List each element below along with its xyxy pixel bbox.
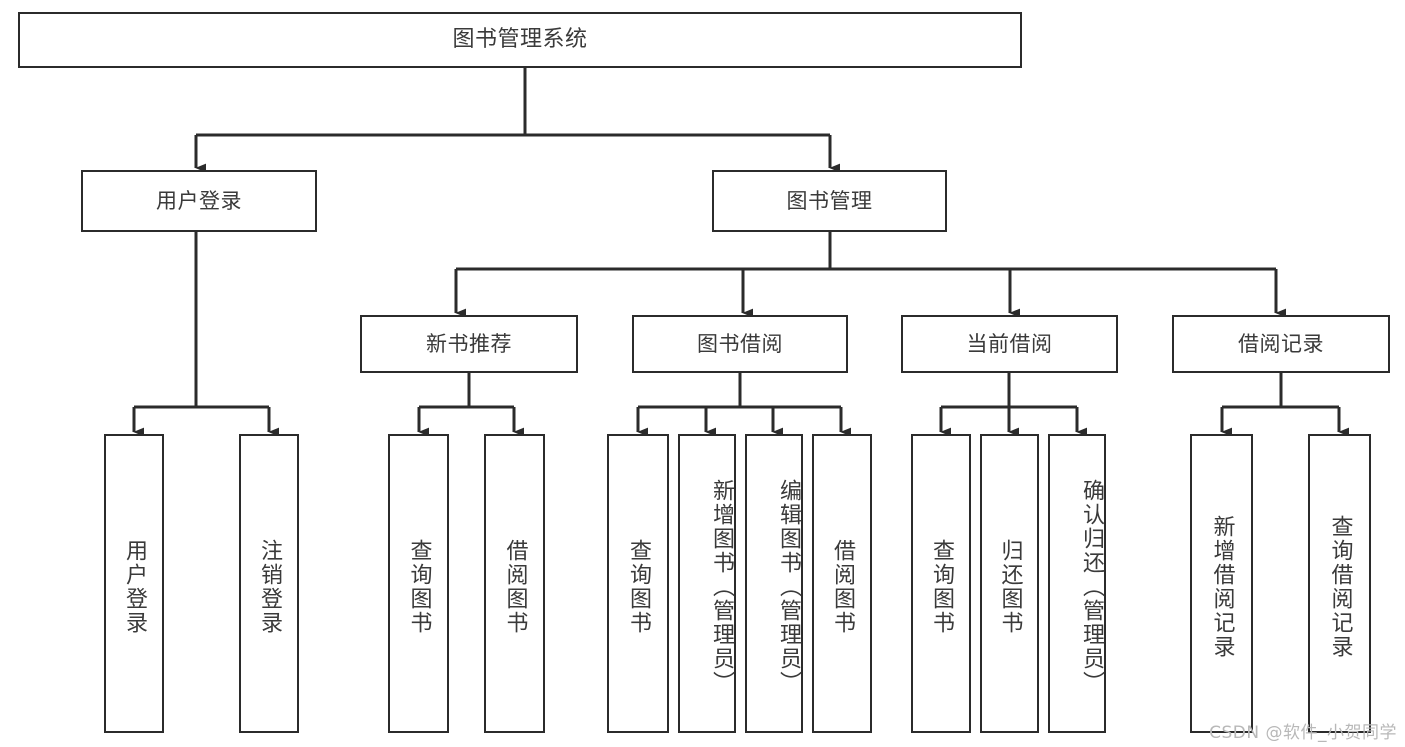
node-current-borrow[interactable]: 当前借阅 xyxy=(901,315,1118,373)
csdn-watermark: CSDN @软件_小贺同学 xyxy=(1209,723,1397,743)
leaf-edit-book-admin[interactable]: 编辑图书（管理员） xyxy=(745,434,803,733)
leaf-add-borrow-record[interactable]: 新增借阅记录 xyxy=(1190,434,1253,733)
node-borrow-records[interactable]: 借阅记录 xyxy=(1172,315,1390,373)
leaf-query-borrow-record[interactable]: 查询借阅记录 xyxy=(1308,434,1371,733)
leaf-borrow-books-new[interactable]: 借阅图书 xyxy=(484,434,545,733)
leaf-user-login[interactable]: 用户登录 xyxy=(104,434,164,733)
leaf-return-books[interactable]: 归还图书 xyxy=(980,434,1039,733)
node-root-system[interactable]: 图书管理系统 xyxy=(18,12,1022,68)
leaf-borrow-books-borrow[interactable]: 借阅图书 xyxy=(812,434,872,733)
leaf-add-book-admin[interactable]: 新增图书（管理员） xyxy=(678,434,736,733)
node-new-book-recommend[interactable]: 新书推荐 xyxy=(360,315,578,373)
node-book-borrow[interactable]: 图书借阅 xyxy=(632,315,848,373)
leaf-query-books-current[interactable]: 查询图书 xyxy=(911,434,971,733)
leaf-logout-login[interactable]: 注销登录 xyxy=(239,434,299,733)
leaf-query-books-new[interactable]: 查询图书 xyxy=(388,434,449,733)
node-user-login[interactable]: 用户登录 xyxy=(81,170,317,232)
node-book-management[interactable]: 图书管理 xyxy=(712,170,947,232)
leaf-query-books-borrow[interactable]: 查询图书 xyxy=(607,434,669,733)
leaf-confirm-return-admin[interactable]: 确认归还（管理员） xyxy=(1048,434,1106,733)
